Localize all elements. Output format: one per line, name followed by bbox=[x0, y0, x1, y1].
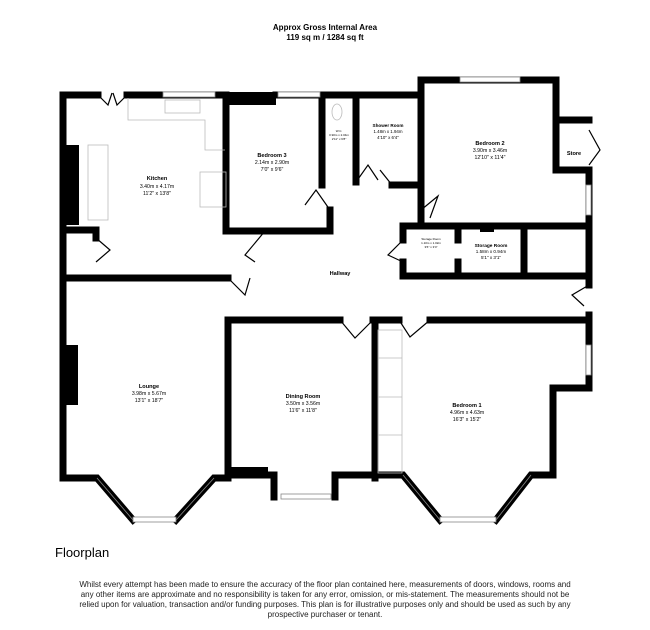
room-metric: 3.40m x 4.17m bbox=[140, 184, 174, 190]
room-metric: 2.14m x 2.90m bbox=[255, 160, 289, 166]
room-bedroom-3: Bedroom 3 2.14m x 2.90m 7'0" x 9'6" bbox=[255, 153, 289, 173]
room-name: Bedroom 3 bbox=[257, 153, 286, 159]
doors bbox=[95, 92, 601, 339]
room-imperial: 11'2" x 13'8" bbox=[143, 191, 171, 197]
room-metric: 1.58m x 0.94m bbox=[476, 249, 507, 254]
room-wc: W.C. 0.90m x 2.04m 2'11" x 6'8" bbox=[329, 129, 349, 141]
room-metric: 3.90m x 3.46m bbox=[473, 148, 507, 154]
room-bedroom-2: Bedroom 2 3.90m x 3.46m 12'10" x 11'4" bbox=[473, 141, 507, 161]
room-imperial: 3'6" x 3'4" bbox=[424, 245, 437, 249]
room-name: W.C. bbox=[336, 129, 343, 133]
room-metric: 3.98m x 5.67m bbox=[132, 391, 166, 397]
room-name: Store bbox=[567, 151, 581, 157]
room-bedroom-1: Bedroom 1 4.96m x 4.63m 16'3" x 15'2" bbox=[450, 403, 484, 423]
room-name: Bedroom 1 bbox=[452, 403, 481, 409]
room-storage-small: Storage Room 1.10m x 1.02m 3'6" x 3'4" bbox=[421, 237, 441, 249]
room-metric: 1.48m x 1.94m bbox=[373, 129, 402, 134]
room-imperial: 12'10" x 11'4" bbox=[475, 155, 506, 161]
room-imperial: 11'6" x 11'8" bbox=[289, 408, 317, 414]
room-imperial: 4'10" x 6'4" bbox=[377, 135, 399, 140]
area-title-line1: Approx Gross Internal Area bbox=[272, 23, 378, 32]
room-name: Storage Room bbox=[421, 237, 441, 241]
room-hallway: Hallway bbox=[330, 271, 352, 277]
walls bbox=[59, 76, 593, 525]
room-metric: 3.50m x 3.56m bbox=[286, 401, 320, 407]
room-metric: 4.96m x 4.63m bbox=[450, 410, 484, 416]
room-imperial: 7'0" x 9'6" bbox=[261, 167, 284, 173]
room-kitchen: Kitchen 3.40m x 4.17m 11'2" x 13'8" bbox=[140, 176, 174, 197]
room-name: Dining Room bbox=[286, 394, 321, 400]
room-name: Hallway bbox=[330, 271, 352, 277]
room-store: Store bbox=[567, 151, 581, 157]
disclaimer-text: Whilst every attempt has been made to en… bbox=[79, 580, 571, 619]
room-name: Storage Room bbox=[475, 243, 508, 249]
room-dining: Dining Room 3.50m x 3.56m 11'6" x 11'8" bbox=[286, 394, 321, 414]
room-storage: Storage Room 1.58m x 0.94m 5'1" x 3'1" bbox=[475, 243, 508, 260]
room-imperial: 13'1" x 18'7" bbox=[135, 398, 164, 404]
area-title-line2: 119 sq m / 1284 sq ft bbox=[286, 33, 364, 42]
fixtures bbox=[87, 98, 403, 474]
room-imperial: 5'1" x 3'1" bbox=[481, 255, 501, 260]
room-name: Lounge bbox=[139, 384, 159, 390]
windows bbox=[96, 76, 592, 523]
room-metric: 1.10m x 1.02m bbox=[421, 241, 441, 245]
room-name: Shower Room bbox=[373, 123, 404, 128]
floorplan-label: Floorplan bbox=[55, 545, 110, 560]
room-imperial: 2'11" x 6'8" bbox=[332, 137, 347, 141]
room-name: Kitchen bbox=[147, 176, 168, 182]
area-title: Approx Gross Internal Area 119 sq m / 12… bbox=[0, 23, 650, 43]
room-lounge: Lounge 3.98m x 5.67m 13'1" x 18'7" bbox=[132, 384, 166, 404]
room-metric: 0.90m x 2.04m bbox=[329, 133, 349, 137]
room-imperial: 16'3" x 15'2" bbox=[453, 417, 482, 423]
room-name: Bedroom 2 bbox=[475, 141, 504, 147]
room-shower: Shower Room 1.48m x 1.94m 4'10" x 6'4" bbox=[373, 123, 404, 140]
